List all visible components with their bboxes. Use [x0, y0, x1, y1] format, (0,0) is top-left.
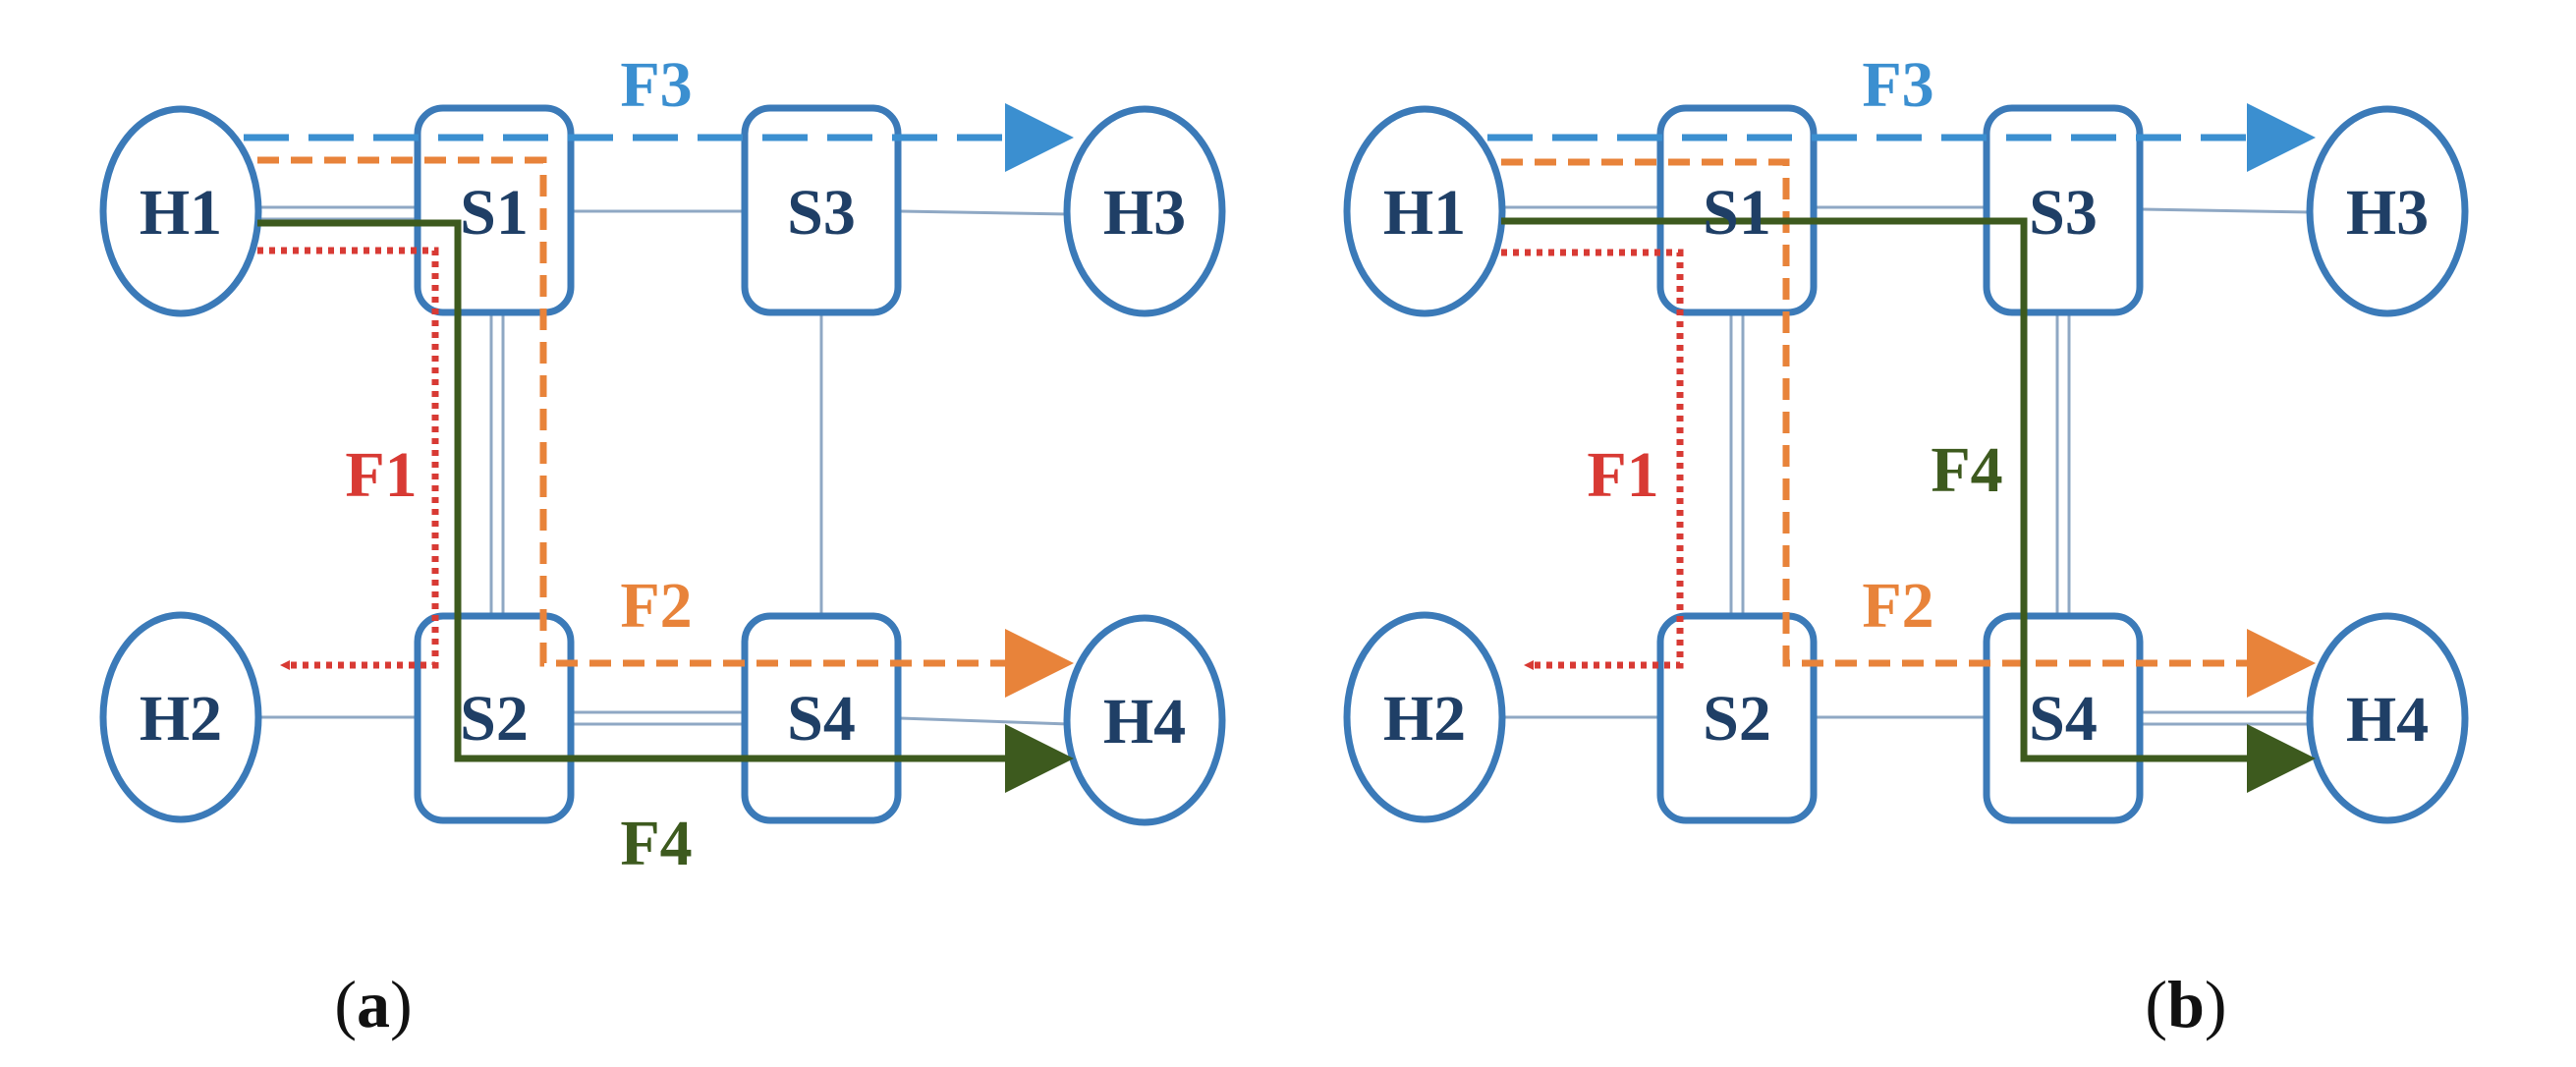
host-h3	[2306, 105, 2469, 317]
switch-s4-label: S4	[787, 683, 856, 755]
link-s3-h3	[899, 209, 1070, 216]
host-h4	[1063, 614, 1226, 826]
host-h3-label: H3	[1103, 177, 1186, 249]
flow-f1-label: F1	[345, 439, 417, 511]
link-s4-h4	[899, 716, 1070, 726]
switch-s4	[1983, 612, 2144, 824]
host-h3	[1063, 105, 1226, 317]
switch-s4	[741, 612, 902, 824]
flow-f4-path	[1501, 217, 2316, 793]
panel-b-caption-letter: b	[2167, 967, 2205, 1041]
flow-f4-label: F4	[1931, 434, 2002, 506]
host-h1	[1343, 105, 1506, 317]
flow-f2-path	[1501, 158, 2316, 698]
flow-f2-path	[257, 156, 1074, 698]
flow-f2-label: F2	[1862, 570, 1933, 642]
switch-s2-label: S2	[460, 683, 529, 755]
host-h2-label: H2	[140, 683, 222, 755]
host-h3-label: H3	[2346, 177, 2429, 249]
host-h1	[99, 105, 262, 317]
host-h4-label: H4	[2346, 684, 2429, 756]
host-h2-label: H2	[1383, 683, 1466, 755]
switch-s4-label: S4	[2029, 683, 2098, 755]
host-h4-label: H4	[1103, 686, 1186, 758]
switch-s2	[1656, 612, 1818, 824]
flow-f2-label: F2	[620, 570, 692, 642]
switch-s1	[1656, 104, 1818, 316]
host-h1-label: H1	[1383, 177, 1466, 249]
host-h2	[99, 611, 262, 823]
link-s3-h3	[2141, 207, 2312, 214]
flow-f3-label: F3	[1862, 49, 1933, 121]
host-h2	[1343, 611, 1506, 823]
switch-s1	[414, 104, 575, 316]
switch-s3	[741, 104, 902, 316]
host-h4	[2306, 612, 2469, 824]
switch-s1-label: S1	[460, 177, 529, 249]
flow-f1-label: F1	[1587, 439, 1658, 511]
panel-a-caption-letter: a	[357, 967, 390, 1041]
flow-f4-label: F4	[620, 808, 692, 879]
switch-s1-label: S1	[1703, 177, 1771, 249]
switch-s2-label: S2	[1703, 683, 1771, 755]
panel-a-caption: (a)	[334, 967, 412, 1041]
panel-a: H1 H3 H2 H4 S1 S3 S2 S4 F3 F1 F2 F4 (a)	[99, 49, 1226, 1041]
flow-f3-label: F3	[620, 49, 692, 121]
panel-b-caption: (b)	[2145, 967, 2226, 1041]
switch-s3-label: S3	[787, 177, 856, 249]
host-h1-label: H1	[140, 177, 222, 249]
links-a	[258, 205, 1070, 726]
switch-s3	[1983, 104, 2144, 316]
flow-f4-path	[257, 219, 1074, 793]
switch-s2	[414, 612, 575, 824]
switch-s3-label: S3	[2029, 177, 2098, 249]
panel-b: H1 H3 H2 H4 S1 S3 S2 S4 F3 F1 F4 F2 (b)	[1343, 49, 2469, 1041]
